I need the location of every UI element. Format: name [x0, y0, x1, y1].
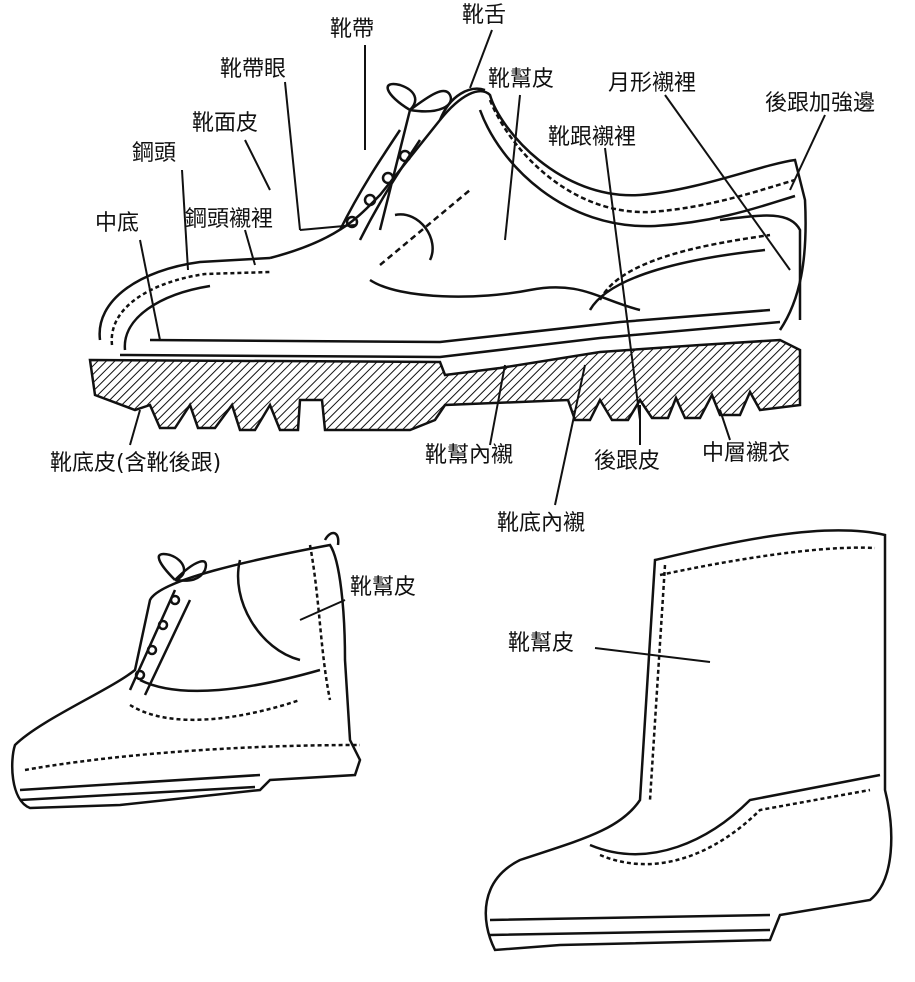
tall-boot [484, 529, 893, 952]
cross-section-shoe [88, 82, 807, 432]
label-steel-toe: 鋼頭 [132, 141, 177, 166]
label-lace: 靴帶 [330, 17, 375, 42]
label-heel-leather: 後跟皮 [594, 449, 661, 474]
label-heel-lining: 靴跟襯裡 [548, 125, 637, 150]
label-middle-lining: 中層襯衣 [702, 441, 791, 466]
lace-shape [338, 82, 453, 261]
label-upper-inner-lining: 靴幫內襯 [425, 443, 514, 468]
label-outsole: 靴底皮(含靴後跟) [50, 451, 222, 476]
label-upper-leather: 靴幫皮 [488, 67, 555, 92]
ankle-boot [10, 531, 362, 810]
label-tall-boot-upper: 靴幫皮 [508, 631, 575, 656]
steel-toe-shape [98, 256, 271, 341]
label-sole-inner-lining: 靴底內襯 [497, 511, 586, 536]
label-tongue: 靴舌 [462, 3, 507, 28]
label-steel-toe-lining: 鋼頭襯裡 [185, 207, 274, 232]
label-ankle-boot-upper: 靴幫皮 [350, 575, 417, 600]
label-eyelet: 靴帶眼 [220, 57, 287, 82]
label-midsole: 中底 [95, 211, 140, 236]
outsole-shape [88, 338, 802, 432]
label-heel-reinforce: 後跟加強邊 [765, 91, 876, 116]
label-crescent-lining: 月形襯裡 [608, 71, 697, 96]
leader-lines [129, 29, 826, 506]
label-vamp: 靴面皮 [192, 111, 259, 136]
